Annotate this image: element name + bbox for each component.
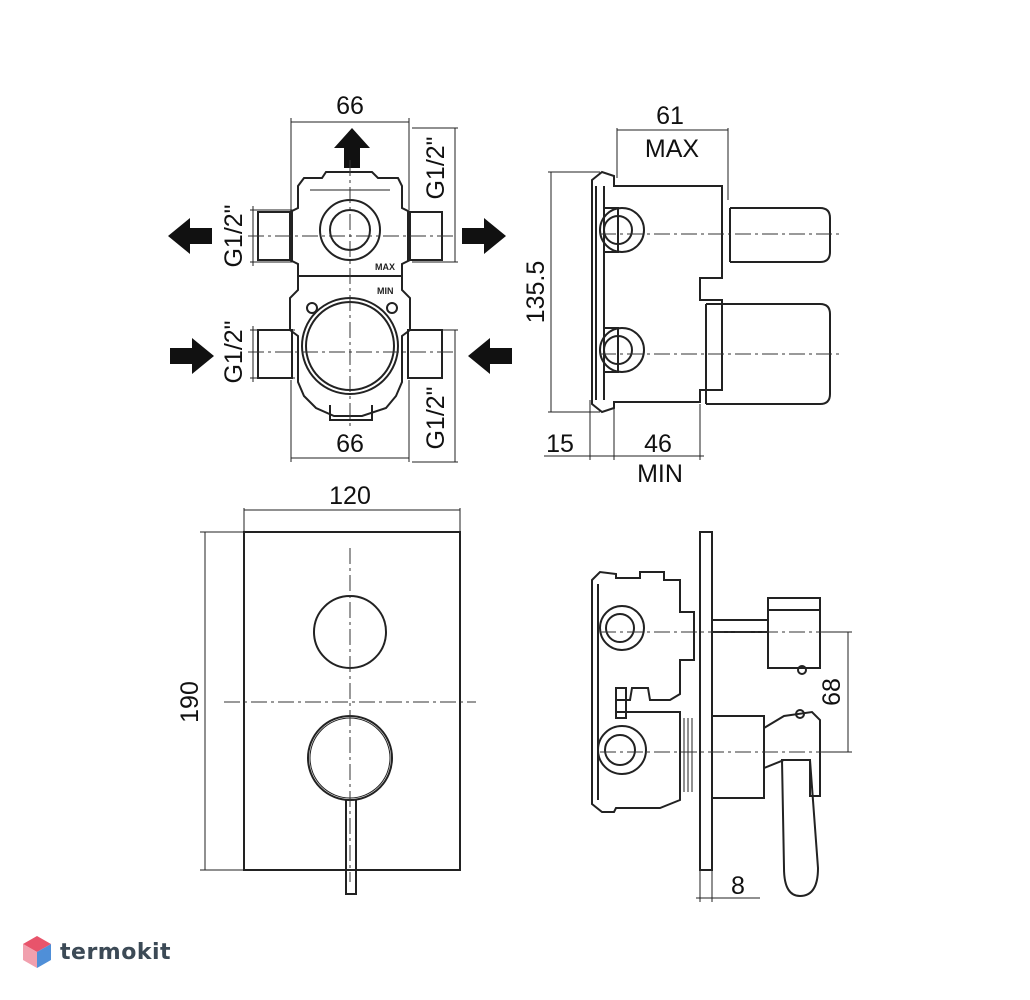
termokit-logo: termokit	[22, 935, 171, 969]
dim-plate-thickness: 8	[731, 872, 745, 900]
mark-min: MIN	[377, 286, 394, 296]
cube-logo-icon	[23, 936, 51, 968]
cover-plate-front-view: 120 190	[176, 482, 476, 895]
dim-bottom-width: 66	[336, 430, 364, 458]
valve-body-front-view: 66 G1/2" G1/2"	[168, 92, 512, 463]
dim-plate-width: 120	[329, 482, 371, 510]
outlet-arrow-right-icon	[462, 218, 506, 254]
inlet-arrow-left-icon	[468, 338, 512, 374]
dim-handle-spacing: 68	[818, 678, 846, 706]
dim-thread-bottom-right: G1/2"	[422, 386, 450, 449]
outlet-arrow-left-icon	[168, 218, 212, 254]
dim-plate-height: 190	[176, 681, 204, 723]
outlet-arrow-up-icon	[334, 128, 370, 168]
logo-text: termokit	[60, 939, 172, 965]
dim-thread-upper-left: G1/2"	[220, 204, 248, 267]
dim-depth-max: 61	[656, 102, 684, 130]
inlet-arrow-right-icon	[170, 338, 214, 374]
valve-body-side-view: 61 MAX 135.5 15 46 MIN	[522, 102, 840, 488]
mark-max: MAX	[375, 262, 395, 272]
assembled-side-view: 68 8	[591, 531, 852, 902]
dim-top-width: 66	[336, 92, 364, 120]
dim-thread-lower-left: G1/2"	[220, 320, 248, 383]
dim-thread-top-right: G1/2"	[422, 136, 450, 199]
dim-min-label: MIN	[637, 460, 683, 488]
dim-depth-min: 46	[644, 430, 672, 458]
dim-max-label: MAX	[645, 135, 700, 163]
dim-body-height: 135.5	[522, 261, 550, 324]
dim-offset-15: 15	[546, 430, 574, 458]
